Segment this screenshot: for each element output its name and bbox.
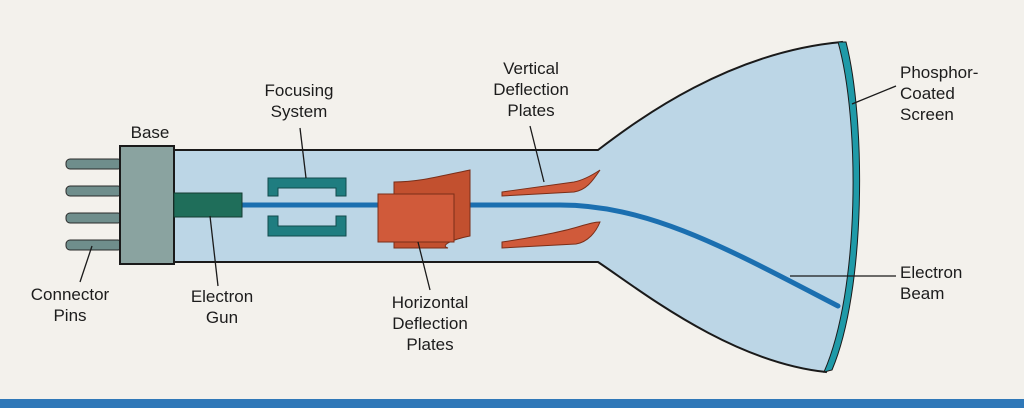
label-phosphor-coated-screen: Phosphor- Coated Screen <box>900 62 1010 125</box>
label-gun-line-2: Gun <box>205 308 239 327</box>
connector-pin <box>65 239 123 251</box>
leader-vertical <box>529 125 545 183</box>
label-horizontal-line-3: Plates <box>406 335 454 354</box>
label-focusing-system: Focusing System <box>244 80 354 122</box>
leader-focusing <box>299 127 307 179</box>
focusing-system <box>267 177 347 237</box>
label-vertical-deflection-plates: Vertical Deflection Plates <box>476 58 586 121</box>
focusing-bracket-bottom <box>267 215 347 237</box>
horizontal-deflection-plates <box>377 169 471 249</box>
page-edge-stripe <box>0 399 1024 408</box>
label-focusing-line-2: System <box>270 102 328 121</box>
label-electron-gun: Electron Gun <box>172 286 272 328</box>
label-vertical-line-2: Deflection <box>493 80 569 99</box>
label-horizontal-line-1: Horizontal <box>391 293 469 312</box>
vertical-plate-top <box>501 169 601 197</box>
label-phosphor-line-1: Phosphor- <box>900 63 979 82</box>
label-base-text: Base <box>130 123 170 142</box>
connector-pin <box>65 212 123 224</box>
focusing-bracket-top <box>267 177 347 197</box>
leader-lines <box>79 85 897 291</box>
label-beam-line-2: Beam <box>900 284 945 303</box>
electron-beam <box>237 202 841 309</box>
phosphor-screen <box>823 41 861 373</box>
vertical-plate-bottom <box>501 221 601 249</box>
leader-pins <box>79 245 93 283</box>
vertical-deflection-plates <box>501 169 601 249</box>
leader-horizontal <box>417 241 431 291</box>
label-base: Base <box>120 122 180 143</box>
label-pins-line-1: Connector <box>30 285 110 304</box>
label-vertical-line-3: Plates <box>507 101 555 120</box>
label-electron-beam: Electron Beam <box>900 262 1000 304</box>
connector-pin <box>65 158 123 170</box>
label-focusing-line-1: Focusing <box>264 81 334 100</box>
label-vertical-line-1: Vertical <box>503 59 559 78</box>
label-beam-line-1: Electron <box>900 263 963 282</box>
label-gun-line-1: Electron <box>190 287 254 306</box>
label-horizontal-line-2: Deflection <box>392 314 468 333</box>
electron-gun <box>173 192 243 218</box>
label-phosphor-line-3: Screen <box>900 105 954 124</box>
base <box>119 145 175 265</box>
label-horizontal-deflection-plates: Horizontal Deflection Plates <box>370 292 490 355</box>
label-connector-pins: Connector Pins <box>10 284 130 326</box>
leader-gun <box>209 215 219 287</box>
horizontal-plate-front <box>377 193 455 243</box>
label-pins-line-2: Pins <box>53 306 87 325</box>
connector-pin <box>65 185 123 197</box>
leader-screen <box>851 85 897 105</box>
connector-pins <box>65 158 123 251</box>
label-phosphor-line-2: Coated <box>900 84 955 103</box>
